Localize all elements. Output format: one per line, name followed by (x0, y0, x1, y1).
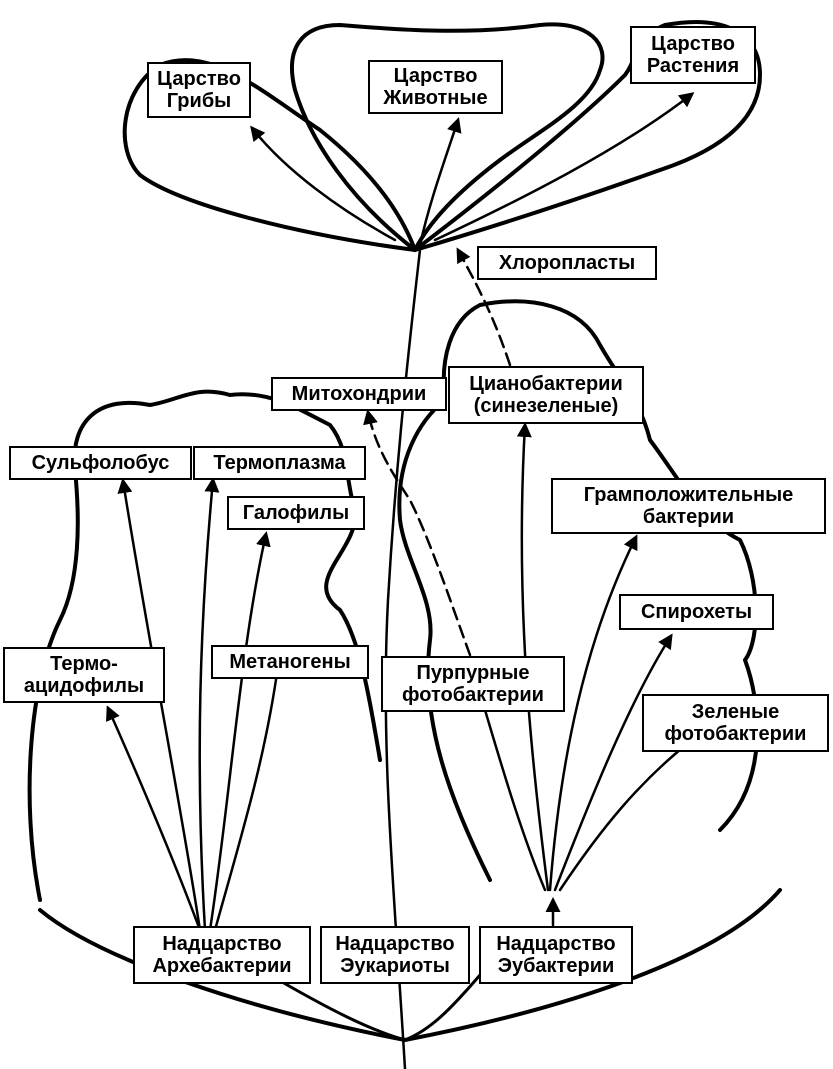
main-trunk (384, 248, 422, 1069)
archaebacteria-outline (27, 389, 382, 902)
animals-lobe (290, 22, 605, 252)
spirochetes-label: Спирохеты (619, 594, 774, 630)
kingdom-plants-line2: Растения (646, 55, 740, 77)
kingdom-animals-line2: Животные (383, 87, 488, 109)
thermoplasma-label: Термоплазма (193, 446, 366, 480)
halophiles-label: Галофилы (227, 496, 365, 530)
cyanobacteria-label: Цианобактерии (синезеленые) (448, 366, 644, 424)
kingdom-animals-line1: Царство (393, 65, 478, 87)
kingdom-fungi-label: Царство Грибы (147, 62, 251, 118)
kingdom-fungi-line2: Грибы (166, 90, 232, 112)
chloroplasts-label: Хлоропласты (477, 246, 657, 280)
supergroup-eukaryotes-label: Надцарство Эукариоты (320, 926, 470, 984)
green-photobacteria-label: Зеленые фотобактерии (642, 694, 829, 752)
gram-positive-label: Грамположительные бактерии (551, 478, 826, 534)
kingdom-fungi-line1: Царство (157, 68, 241, 90)
kingdom-animals-label: Царство Животные (368, 60, 503, 114)
purple-photobacteria-label: Пурпурные фотобактерии (381, 656, 565, 712)
kingdom-plants-line1: Царство (651, 33, 735, 55)
methanogens-label: Метаногены (211, 645, 369, 679)
mitochondria-label: Митохондрии (271, 377, 447, 411)
sulfolobus-label: Сульфолобус (9, 446, 192, 480)
thermoacidophiles-label: Термо- ацидофилы (3, 647, 165, 703)
supergroup-archaebacteria-label: Надцарство Архебактерии (133, 926, 311, 984)
supergroup-eubacteria-label: Надцарство Эубактерии (479, 926, 633, 984)
kingdom-plants-label: Царство Растения (630, 26, 756, 84)
